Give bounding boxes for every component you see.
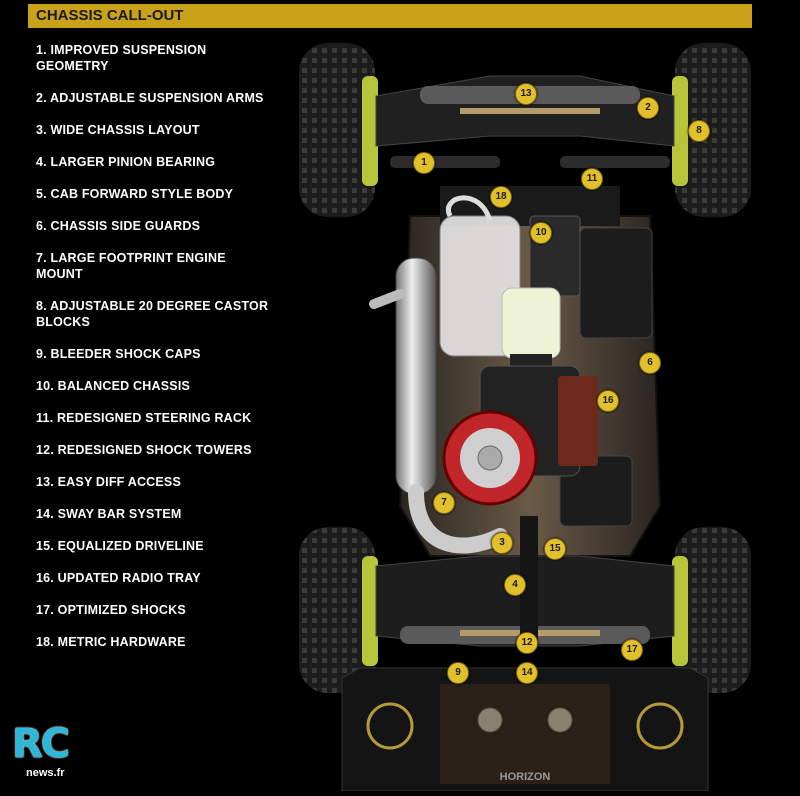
feature-item-2: 2. ADJUSTABLE SUSPENSION ARMS: [36, 91, 264, 105]
feature-item-1: 1. IMPROVED SUSPENSION GEOMETRY: [36, 42, 306, 74]
callout-marker-17: 17: [621, 639, 643, 661]
callout-marker-14: 14: [516, 662, 538, 684]
feature-item-3: 3. WIDE CHASSIS LAYOUT: [36, 123, 200, 137]
callout-marker-9: 9: [447, 662, 469, 684]
feature-item-17: 17. OPTIMIZED SHOCKS: [36, 603, 186, 617]
feature-item-6: 6. CHASSIS SIDE GUARDS: [36, 219, 201, 233]
feature-item-9: 9. BLEEDER SHOCK CAPS: [36, 347, 201, 361]
feature-item-18: 18. METRIC HARDWARE: [36, 635, 186, 649]
feature-item-14: 14. SWAY BAR SYSTEM: [36, 507, 182, 521]
feature-item-10: 10. BALANCED CHASSIS: [36, 379, 191, 393]
logo-sub-text: news.fr: [26, 767, 65, 779]
feature-item-13: 13. EASY DIFF ACCESS: [36, 475, 182, 489]
rear-wing: HORIZON: [341, 667, 709, 792]
feature-text: 1. IMPROVED SUSPENSION: [36, 43, 207, 57]
callout-marker-12: 12: [516, 632, 538, 654]
feature-text-cont: BLOCKS: [36, 315, 90, 329]
rcnews-logo: RC news.fr: [12, 722, 88, 782]
buggy-illustration: HORIZON: [297, 41, 753, 792]
callout-marker-6: 6: [639, 352, 661, 374]
callout-marker-1: 1: [413, 152, 435, 174]
feature-item-11: 11. REDESIGNED STEERING RACK: [36, 411, 252, 425]
logo-main-text: RC: [12, 721, 70, 767]
front-left-tire: [297, 41, 378, 219]
callout-marker-3: 3: [491, 532, 513, 554]
feature-item-5: 5. CAB FORWARD STYLE BODY: [36, 187, 234, 201]
callout-marker-2: 2: [637, 97, 659, 119]
callout-marker-16: 16: [597, 390, 619, 412]
rear-right-tire: [672, 525, 753, 695]
exhaust-pipe: [369, 257, 508, 554]
callout-marker-15: 15: [544, 538, 566, 560]
feature-text-cont: GEOMETRY: [36, 59, 109, 73]
callout-marker-11: 11: [581, 168, 603, 190]
callout-marker-13: 13: [515, 83, 537, 105]
feature-item-15: 15. EQUALIZED DRIVELINE: [36, 539, 204, 553]
feature-item-16: 16. UPDATED RADIO TRAY: [36, 571, 201, 585]
feature-item-4: 4. LARGER PINION BEARING: [36, 155, 216, 169]
feature-text-cont: MOUNT: [36, 267, 83, 281]
rear-suspension: [375, 516, 675, 647]
page-title: CHASSIS CALL-OUT: [28, 4, 752, 28]
feature-item-7: 7. LARGE FOOTPRINT ENGINE MOUNT: [36, 250, 306, 282]
air-filter: [501, 287, 561, 366]
callout-marker-8: 8: [688, 120, 710, 142]
callout-marker-10: 10: [530, 222, 552, 244]
front-right-tire: [672, 41, 753, 219]
callout-marker-7: 7: [433, 492, 455, 514]
rear-left-tire: [297, 525, 378, 695]
feature-item-8: 8. ADJUSTABLE 20 DEGREE CASTOR BLOCKS: [36, 298, 306, 330]
wing-branding: HORIZON: [500, 771, 551, 783]
feature-text: 7. LARGE FOOTPRINT ENGINE: [36, 251, 226, 265]
feature-text: 8. ADJUSTABLE 20 DEGREE CASTOR: [36, 299, 269, 313]
feature-item-12: 12. REDESIGNED SHOCK TOWERS: [36, 443, 252, 457]
callout-marker-18: 18: [490, 186, 512, 208]
engine: [442, 365, 598, 506]
callout-marker-4: 4: [504, 574, 526, 596]
buggy-chassis-image: HORIZON 13 2 8 1 11 18 10 6 16 7 3 15 4 …: [290, 36, 770, 792]
fuel-tank: [439, 195, 521, 357]
